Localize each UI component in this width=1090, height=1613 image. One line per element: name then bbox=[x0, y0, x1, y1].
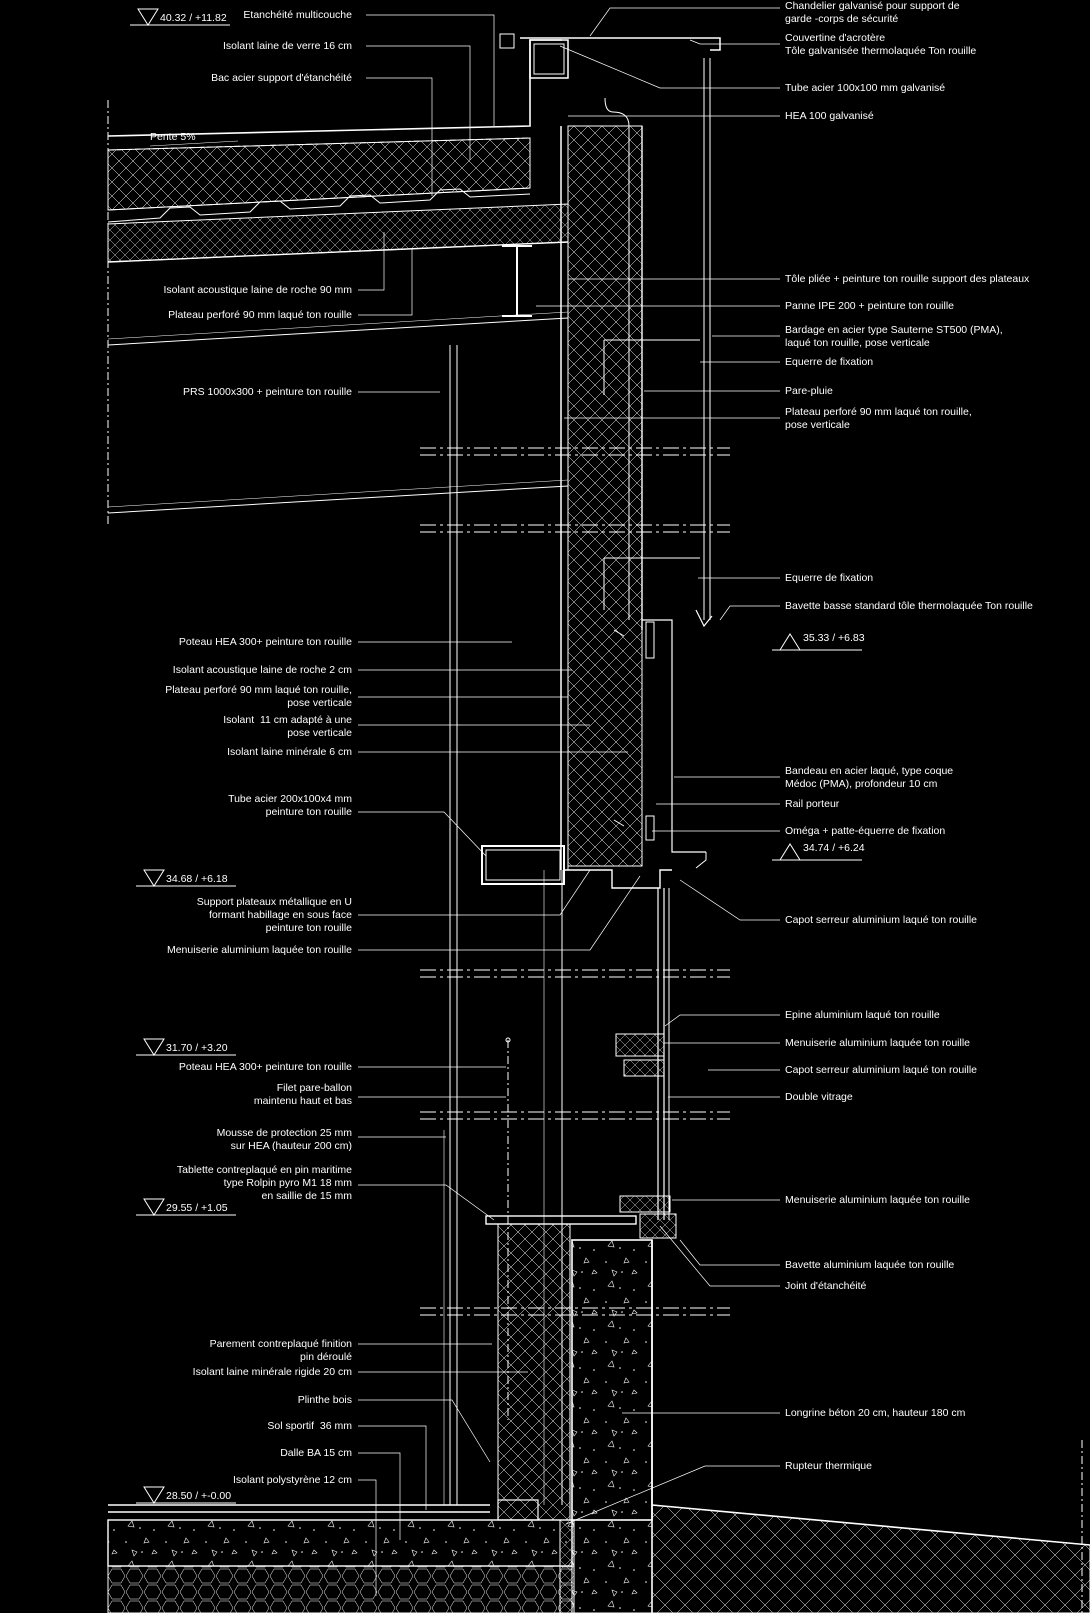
level-mark: 28.50 / +-0.00 bbox=[166, 1490, 232, 1502]
label-dalle: Dalle BA 15 cm bbox=[280, 1447, 352, 1459]
label-pare-pluie: Pare-pluie bbox=[785, 385, 833, 397]
label-couvertine: Couvertine d'acrotère Tôle galvanisée th… bbox=[785, 32, 977, 57]
level-mark: 40.32 / +11.82 bbox=[160, 12, 227, 24]
label-parement: Parement contreplaqué finition pin dérou… bbox=[209, 1338, 352, 1363]
label-double-vitrage: Double vitrage bbox=[785, 1091, 853, 1103]
label-tube-acier-200: Tube acier 200x100x4 mm peinture ton rou… bbox=[228, 793, 352, 818]
level-mark: 35.33 / +6.83 bbox=[803, 632, 865, 644]
label-isolant-11: Isolant 11 cm adapté à une pose vertical… bbox=[223, 714, 352, 739]
label-isolant-acoustique-90: Isolant acoustique laine de roche 90 mm bbox=[163, 284, 352, 296]
label-polystyrene: Isolant polystyrène 12 cm bbox=[232, 1474, 352, 1486]
label-omega: Oméga + patte-équerre de fixation bbox=[785, 825, 946, 837]
label-capot-2: Capot serreur aluminium laqué ton rouill… bbox=[785, 1064, 978, 1076]
label-sol-sportif: Sol sportif 36 mm bbox=[267, 1420, 352, 1432]
label-chandelier: Chandelier galvanisé pour support de gar… bbox=[785, 0, 960, 25]
level-mark: 34.74 / +6.24 bbox=[803, 842, 865, 854]
label-bac-acier: Bac acier support d'étanchéité bbox=[211, 72, 352, 84]
label-poteau-hea-1: Poteau HEA 300+ peinture ton rouille bbox=[178, 636, 352, 648]
label-rail: Rail porteur bbox=[785, 798, 840, 810]
label-laine-minerale-6: Isolant laine minérale 6 cm bbox=[227, 746, 352, 758]
label-tole-pliee: Tôle pliée + peinture ton rouille suppor… bbox=[785, 273, 1030, 285]
level-mark: 31.70 / +3.20 bbox=[166, 1042, 228, 1054]
label-support-plateaux: Support plateaux métallique en U formant… bbox=[196, 896, 352, 934]
label-bavette-alu: Bavette aluminium laquée ton rouille bbox=[785, 1259, 955, 1271]
label-rupteur: Rupteur thermique bbox=[785, 1460, 872, 1472]
label-etancheite: Etanchéité multicouche bbox=[243, 9, 352, 21]
label-laine-rigide: Isolant laine minérale rigide 20 cm bbox=[192, 1366, 352, 1378]
label-plateau-perfore-roof: Plateau perforé 90 mm laqué ton rouille bbox=[168, 309, 352, 321]
label-bavette-basse: Bavette basse standard tôle thermolaquée… bbox=[785, 600, 1033, 612]
label-longrine: Longrine béton 20 cm, hauteur 180 cm bbox=[785, 1407, 966, 1419]
label-mousse: Mousse de protection 25 mm sur HEA (haut… bbox=[216, 1127, 352, 1152]
label-capot-1: Capot serreur aluminium laqué ton rouill… bbox=[785, 914, 978, 926]
label-menuiserie-1: Menuiserie aluminium laquée ton rouille bbox=[785, 1037, 971, 1049]
level-mark: 34.68 / +6.18 bbox=[166, 873, 228, 885]
label-plateau-perfore-vert: Plateau perforé 90 mm laqué ton rouille,… bbox=[165, 684, 352, 709]
label-joint: Joint d'étanchéité bbox=[785, 1280, 867, 1292]
label-prs: PRS 1000x300 + peinture ton rouille bbox=[183, 386, 352, 398]
level-mark: 29.55 / +1.05 bbox=[166, 1202, 228, 1214]
label-bardage: Bardage en acier type Sauterne ST500 (PM… bbox=[785, 324, 1003, 349]
label-tablette: Tablette contreplaqué en pin maritime ty… bbox=[176, 1164, 352, 1202]
label-equerre-1: Equerre de fixation bbox=[785, 356, 874, 368]
label-bandeau: Bandeau en acier laqué, type coque Médoc… bbox=[785, 765, 954, 790]
label-menuiserie-2: Menuiserie aluminium laquée ton rouille bbox=[785, 1194, 971, 1206]
label-equerre-2: Equerre de fixation bbox=[785, 572, 874, 584]
label-plinthe: Plinthe bois bbox=[297, 1394, 352, 1406]
label-isolant-acoustique-2: Isolant acoustique laine de roche 2 cm bbox=[172, 664, 352, 676]
roof-slope-label: Pente 5% bbox=[150, 131, 196, 143]
label-hea-100: HEA 100 galvanisé bbox=[785, 110, 874, 122]
label-plateau-vert-right: Plateau perforé 90 mm laqué ton rouille,… bbox=[785, 406, 972, 431]
label-epine: Epine aluminium laqué ton rouille bbox=[785, 1009, 940, 1021]
label-poteau-hea-2: Poteau HEA 300+ peinture ton rouille bbox=[178, 1061, 352, 1073]
label-panne-ipe: Panne IPE 200 + peinture ton rouille bbox=[785, 300, 954, 312]
label-tube-100: Tube acier 100x100 mm galvanisé bbox=[785, 82, 946, 94]
label-menuiserie-left: Menuiserie aluminium laquée ton rouille bbox=[166, 944, 352, 956]
label-filet: Filet pare-ballon maintenu haut et bas bbox=[253, 1082, 352, 1107]
label-isolant-laine-verre: Isolant laine de verre 16 cm bbox=[223, 40, 352, 52]
